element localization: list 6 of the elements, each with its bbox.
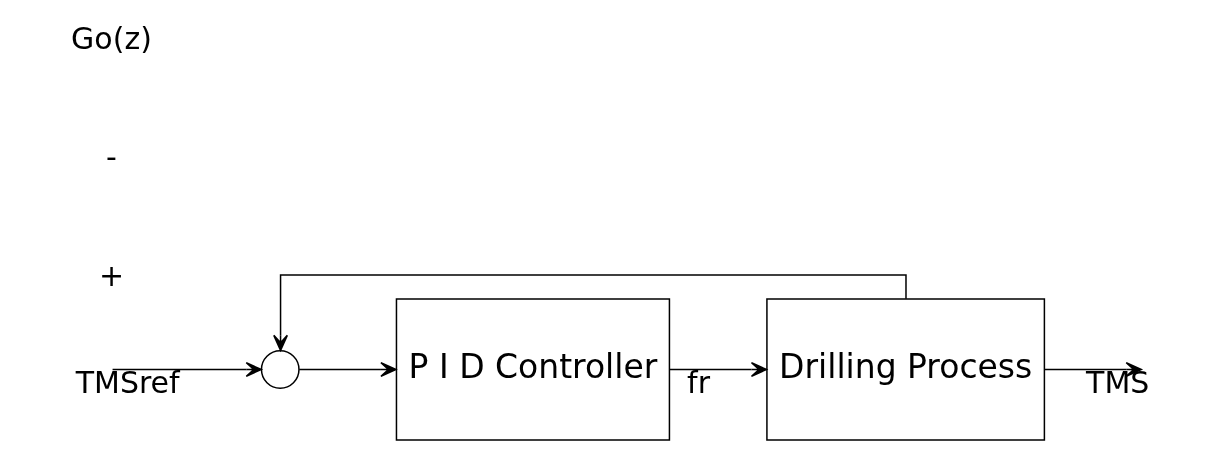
- label: -: [106, 139, 117, 175]
- edge-label: TMS: [1086, 365, 1150, 401]
- edge-label: TMSref: [75, 365, 180, 401]
- edge-label: fr: [687, 365, 711, 401]
- label: +: [98, 257, 125, 293]
- label: Go(z): [71, 20, 152, 56]
